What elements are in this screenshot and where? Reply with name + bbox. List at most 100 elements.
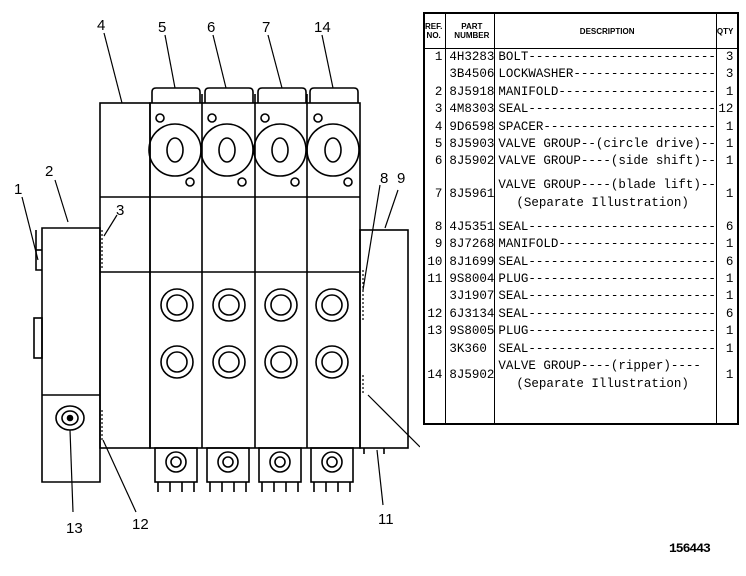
callout-3: 3 [116, 202, 124, 219]
row-qty: 1 [725, 289, 734, 304]
callout-12: 12 [132, 516, 149, 533]
row-part-number: 8J5902 [445, 358, 496, 393]
table-row: 5 8J5903 VALVE GROUP--(circle drive)-- 1 [424, 136, 738, 154]
table-row: 3K360 SEAL------------------------- 1 [424, 340, 738, 359]
callout-9: 9 [397, 170, 405, 187]
table-row: 3B4506 LOCKWASHER------------------- 3 [424, 66, 738, 84]
row-qty: 1 [725, 272, 734, 287]
row-ref: 8 [424, 218, 447, 237]
callout-13: 13 [66, 520, 83, 537]
row-description: VALVE GROUP----(blade lift)-- (Separate … [494, 170, 717, 219]
row-qty: 1 [725, 84, 734, 99]
row-qty: 1 [725, 324, 734, 339]
row-ref: 12 [424, 305, 447, 324]
row-description: SEAL------------------------- [494, 218, 717, 237]
row-qty: 1 [725, 154, 734, 169]
row-description-note: (Separate Illustration) [516, 376, 689, 391]
row-part-number: 9S8004 [445, 271, 496, 289]
table-row: 8 4J5351 SEAL------------------------- 6 [424, 218, 738, 237]
row-description: PLUG------------------------- [494, 323, 717, 341]
table-row: 4 9D6598 SPACER----------------------- 1 [424, 118, 738, 137]
row-part-number: 3J1907 [445, 288, 496, 306]
callout-4: 4 [97, 17, 105, 34]
row-part-number: 4J5351 [445, 218, 496, 237]
row-qty: 1 [725, 119, 734, 134]
row-part-number: 8J5918 [445, 83, 496, 102]
row-part-number: 6J3134 [445, 305, 496, 324]
row-ref: 13 [424, 323, 447, 341]
row-description: PLUG------------------------- [494, 271, 717, 289]
left-manifold [33, 227, 101, 483]
callout-14: 14 [314, 19, 331, 36]
table-row: 11 9S8004 PLUG------------------------- … [424, 271, 738, 289]
row-description: MANIFOLD--------------------- [494, 236, 717, 254]
row-description: SPACER----------------------- [494, 118, 717, 137]
figure-number: 156443 [669, 541, 711, 556]
row-part-number: 9D6598 [445, 118, 496, 137]
table-row: 3 4M8303 SEAL------------------------- 1… [424, 101, 738, 119]
row-qty: 6 [725, 219, 734, 234]
row-description: VALVE GROUP----(ripper)---- (Separate Il… [494, 358, 717, 393]
header-description: DESCRIPTION [494, 12, 717, 49]
row-qty: 6 [725, 306, 734, 321]
row-ref [424, 340, 447, 359]
callout-6: 6 [207, 19, 215, 36]
row-qty: 1 [725, 367, 734, 382]
plug-13 [55, 405, 85, 431]
row-description: SEAL------------------------- [494, 253, 717, 272]
callout-7: 7 [262, 19, 270, 36]
row-part-number: 8J5903 [445, 136, 496, 154]
valve-sections [148, 87, 361, 492]
table-row: 12 6J3134 SEAL------------------------- … [424, 305, 738, 324]
valve-assembly-drawing: 1 2 3 4 5 6 7 8 9 10 11 12 13 14 [14, 17, 420, 537]
row-part-number: 9S8005 [445, 323, 496, 341]
row-description: VALVE GROUP--(circle drive)-- [494, 136, 717, 154]
row-description: SEAL------------------------- [494, 288, 717, 306]
table-row: 1 4H3283 BOLT------------------------- 3 [424, 48, 738, 67]
row-part-number: 3K360 [445, 340, 496, 359]
row-description: SEAL------------------------- [494, 101, 717, 119]
row-description: SEAL------------------------- [494, 305, 717, 324]
row-ref [424, 288, 447, 306]
row-description: SEAL------------------------- [494, 340, 717, 359]
row-qty: 12 [718, 102, 734, 117]
callout-1: 1 [14, 181, 22, 198]
leader-lines [21, 32, 420, 513]
table-row: 13 9S8005 PLUG------------------------- … [424, 323, 738, 341]
row-ref: 14 [424, 358, 447, 393]
callout-11: 11 [378, 511, 394, 528]
row-ref: 1 [424, 48, 447, 67]
row-part-number: 8J5902 [445, 153, 496, 171]
parts-list-table: REF. NO. PART NUMBER DESCRIPTION QTY 1 4… [423, 12, 740, 425]
row-part-number: 4M8303 [445, 101, 496, 119]
table-row: 10 8J1699 SEAL------------------------- … [424, 253, 738, 272]
callout-2: 2 [45, 163, 53, 180]
row-qty: 6 [725, 254, 734, 269]
header-ref-no: REF. NO. [423, 12, 447, 49]
table-row: 14 8J5902 VALVE GROUP----(ripper)---- (S… [424, 358, 738, 393]
table-filler-row [424, 392, 738, 424]
row-qty: 3 [725, 67, 734, 82]
row-ref: 6 [424, 153, 447, 171]
row-part-number: 3B4506 [445, 66, 496, 84]
row-part-number: 8J7268 [445, 236, 496, 254]
table-row: 2 8J5918 MANIFOLD--------------------- 1 [424, 83, 738, 102]
table-row: 3J1907 SEAL------------------------- 1 [424, 288, 738, 306]
row-ref: 11 [424, 271, 447, 289]
row-ref: 4 [424, 118, 447, 137]
row-ref: 7 [424, 170, 447, 219]
row-description: BOLT------------------------- [494, 48, 717, 67]
table-row: 6 8J5902 VALVE GROUP----(side shift)-- 1 [424, 153, 738, 171]
row-description: MANIFOLD--------------------- [494, 83, 717, 102]
row-ref [424, 66, 447, 84]
row-ref: 3 [424, 101, 447, 119]
row-description-main: VALVE GROUP----(blade lift)-- [498, 178, 716, 193]
row-qty: 1 [725, 137, 734, 152]
row-ref: 2 [424, 83, 447, 102]
header-part-number: PART NUMBER [445, 12, 496, 49]
row-qty: 3 [725, 50, 734, 64]
row-description: VALVE GROUP----(side shift)-- [494, 153, 717, 171]
row-part-number: 8J5961 [445, 170, 496, 219]
row-ref: 10 [424, 253, 447, 272]
row-ref: 9 [424, 236, 447, 254]
